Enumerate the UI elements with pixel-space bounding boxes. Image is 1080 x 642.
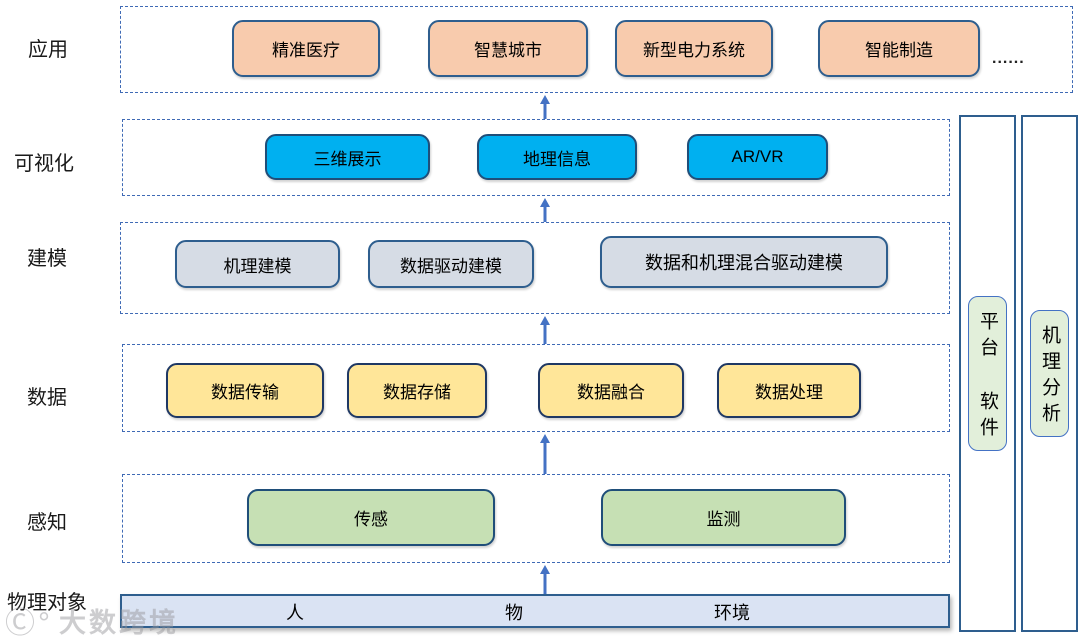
ar-vr-box: AR/VR — [687, 134, 828, 180]
up-arrow-vis-to-app — [539, 95, 551, 119]
hybrid-modeling-box: 数据和机理混合驱动建模 — [600, 236, 888, 288]
new-power-system-box: 新型电力系统 — [615, 20, 773, 77]
up-arrow-sense-to-data — [539, 434, 551, 474]
layer-label-physical-object: 物理对象 — [7, 592, 87, 614]
object-label: 物 — [505, 603, 523, 623]
up-arrow-model-to-vis — [539, 198, 551, 222]
up-arrow-data-to-model — [539, 316, 551, 344]
smart-city-box: 智慧城市 — [428, 20, 588, 77]
geo-info-box: 地理信息 — [477, 134, 637, 180]
sensing-box: 传感 — [247, 489, 495, 546]
layer-label-modeling: 建模 — [27, 248, 67, 270]
smart-manufacturing-box: 智能制造 — [818, 20, 980, 77]
layer-label-data: 数据 — [27, 387, 67, 409]
watermark-logo-icon: Ⓒ° — [5, 607, 53, 640]
3d-display-box: 三维展示 — [265, 134, 430, 180]
mechanism-modeling-box: 机理建模 — [175, 240, 340, 288]
mechanism-analysis-pill: 机理分析 — [1030, 310, 1069, 437]
physical-objects-bar: 人 物 环境 — [120, 594, 950, 628]
platform-software-column: 平台 软件 — [959, 115, 1016, 632]
layer-label-application: 应用 — [28, 39, 68, 61]
data-storage-box: 数据存储 — [347, 363, 487, 418]
layer-label-visualization: 可视化 — [14, 153, 74, 175]
data-fusion-box: 数据融合 — [538, 363, 684, 418]
more-applications-ellipsis: ...... — [992, 50, 1025, 67]
environment-label: 环境 — [714, 603, 750, 623]
monitoring-box: 监测 — [601, 489, 846, 546]
up-arrow-physical-to-sense — [539, 565, 551, 594]
watermark: Ⓒ° 大数跨境 — [5, 598, 179, 642]
data-driven-modeling-box: 数据驱动建模 — [368, 240, 534, 288]
watermark-text: 大数跨境 — [59, 607, 179, 638]
mechanism-analysis-column: 机理分析 — [1021, 115, 1078, 632]
data-processing-box: 数据处理 — [717, 363, 861, 418]
data-transmission-box: 数据传输 — [166, 363, 324, 418]
human-label: 人 — [286, 603, 304, 623]
layer-label-perception: 感知 — [27, 512, 67, 534]
platform-software-pill: 平台 软件 — [968, 296, 1007, 451]
precision-medicine-box: 精准医疗 — [232, 20, 380, 77]
